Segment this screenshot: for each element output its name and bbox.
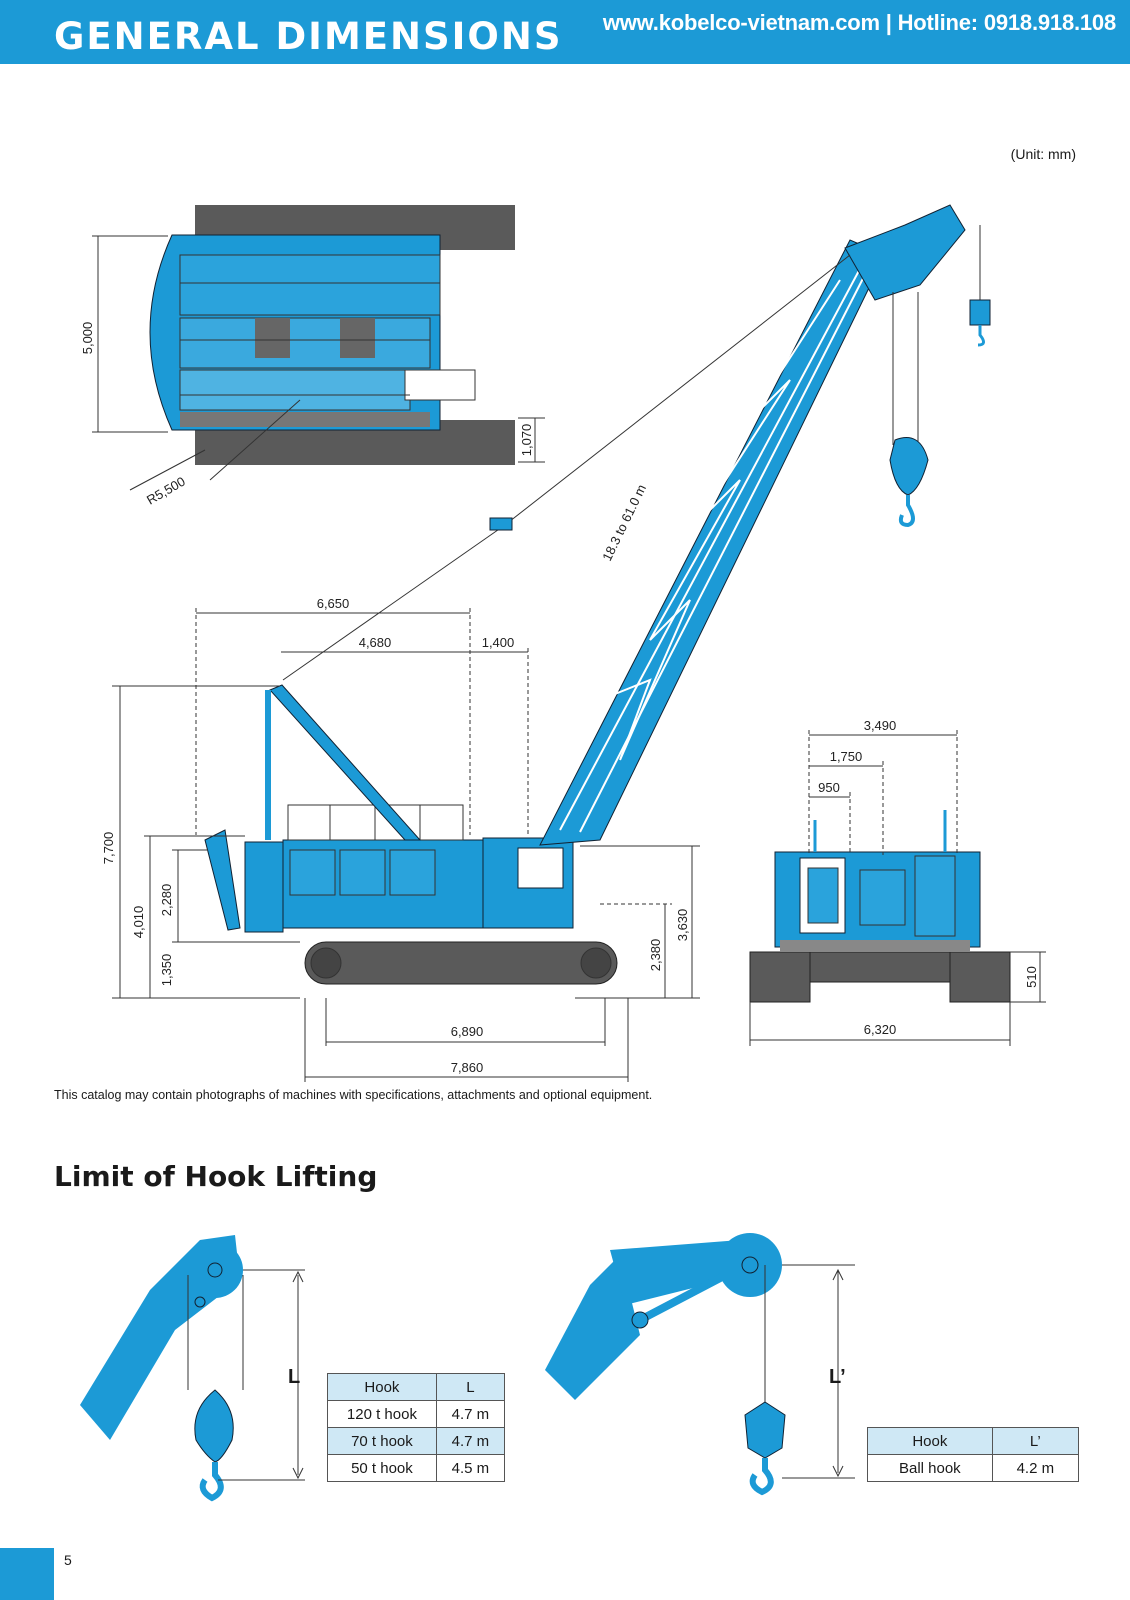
dim-top-track: 1,070 — [519, 424, 534, 457]
unit-note: (Unit: mm) — [1010, 146, 1076, 162]
page-number: 5 — [64, 1552, 72, 1568]
dim-rear-3490: 3,490 — [864, 718, 897, 733]
dim-side-4680: 4,680 — [359, 635, 392, 650]
table-row: Ball hook 4.2 m — [867, 1454, 1080, 1482]
table2-header-l-prime: L’ — [991, 1427, 1080, 1455]
table1-cell: 4.7 m — [435, 1427, 506, 1455]
dim-side-7700: 7,700 — [101, 832, 116, 865]
dim-rear-1750: 1,750 — [830, 749, 863, 764]
dim-side-2280: 2,280 — [159, 884, 174, 917]
table1-cell: 120 t hook — [327, 1400, 437, 1428]
table2-cell: Ball hook — [867, 1454, 993, 1482]
table1-cell: 70 t hook — [327, 1427, 437, 1455]
table2-header-hook: Hook — [867, 1427, 993, 1455]
table2-cell: 4.2 m — [991, 1454, 1080, 1482]
page-title: GENERAL DIMENSIONS — [54, 15, 563, 58]
dim-boom-length: 18.3 to 61.0 m — [599, 482, 649, 563]
dim-side-6650: 6,650 — [317, 596, 350, 611]
table-row: 120 t hook 4.7 m — [327, 1400, 506, 1428]
top-view-crane — [129, 205, 515, 491]
dim-rear-950: 950 — [818, 780, 840, 795]
catalog-disclaimer: This catalog may contain photographs of … — [54, 1088, 653, 1102]
contact-info[interactable]: www.kobelco-vietnam.com | Hotline: 0918.… — [602, 10, 1116, 35]
section-title-hook-lifting: Limit of Hook Lifting — [54, 1160, 378, 1193]
dim-side-2380: 2,380 — [648, 939, 663, 972]
dim-side-1400: 1,400 — [482, 635, 515, 650]
label-l: L — [288, 1366, 301, 1388]
table1-header-hook: Hook — [327, 1373, 437, 1401]
dim-side-3630: 3,630 — [675, 909, 690, 942]
dim-side-4010: 4,010 — [131, 906, 146, 939]
table1-cell: 4.5 m — [435, 1454, 506, 1482]
dim-side-7860: 7,860 — [451, 1060, 484, 1075]
hook-diagram-1 — [80, 1235, 305, 1502]
side-view-crane — [204, 204, 991, 985]
table-row: 70 t hook 4.7 m — [327, 1427, 506, 1455]
dim-rear-510: 510 — [1024, 966, 1039, 988]
hook-diagram-2 — [545, 1233, 855, 1496]
table1-header-l: L — [435, 1373, 506, 1401]
dim-side-6890: 6,890 — [451, 1024, 484, 1039]
dim-side-1350: 1,350 — [159, 954, 174, 987]
table1-cell: 50 t hook — [327, 1454, 437, 1482]
dim-rear-6320: 6,320 — [864, 1022, 897, 1037]
table-row: 50 t hook 4.5 m — [327, 1454, 506, 1482]
page-tab — [0, 1548, 54, 1600]
table1-cell: 4.7 m — [435, 1400, 506, 1428]
hook-table-2: Hook L’ Ball hook 4.2 m — [867, 1427, 1080, 1482]
hook-table-1: Hook L 120 t hook 4.7 m 70 t hook 4.7 m … — [327, 1373, 506, 1482]
dim-top-width: 5,000 — [80, 322, 95, 355]
header-bar: GENERAL DIMENSIONS www.kobelco-vietnam.c… — [0, 0, 1130, 64]
label-l-prime: L’ — [829, 1366, 846, 1388]
rear-view-crane — [749, 810, 1011, 1003]
